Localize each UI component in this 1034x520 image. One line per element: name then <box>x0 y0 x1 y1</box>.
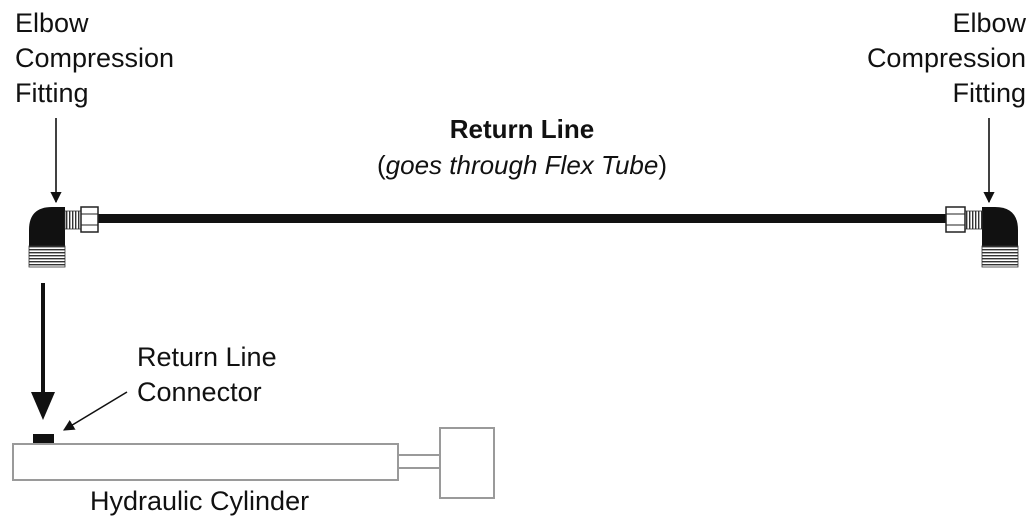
left-fitting-label-line: Fitting <box>15 78 89 108</box>
right-fitting-label: Elbow Compression Fitting <box>867 6 1026 111</box>
right-fitting-label-line: Fitting <box>952 78 1026 108</box>
left-fitting-label: Elbow Compression Fitting <box>15 6 174 111</box>
left-fitting-label-line: Compression <box>15 43 175 73</box>
right-fitting-label-line: Elbow <box>952 8 1026 38</box>
connector-label-line: Return Line <box>137 342 277 372</box>
connector-label: Return Line Connector <box>137 340 277 410</box>
subtitle-open-paren: ( <box>376 150 386 180</box>
return-line-tube <box>98 214 946 223</box>
subtitle-italic-text: goes through Flex Tube <box>385 150 659 180</box>
connector-pointer-arrow <box>63 391 128 431</box>
connector-label-line: Connector <box>137 377 262 407</box>
return-line-subtitle: (goes through Flex Tube) <box>362 147 682 183</box>
left-fitting-label-line: Elbow <box>15 8 89 38</box>
return-line-title: Return Line <box>449 114 595 144</box>
return-line-connector <box>33 434 54 444</box>
left-elbow-fitting <box>28 206 99 268</box>
cylinder-label: Hydraulic Cylinder <box>90 486 310 516</box>
hydraulic-cylinder <box>12 427 495 499</box>
right-elbow-fitting <box>945 206 1019 268</box>
subtitle-close-paren: ) <box>658 150 668 180</box>
return-line-title-block: Return Line (goes through Flex Tube) <box>362 111 682 183</box>
right-fitting-label-line: Compression <box>866 43 1026 73</box>
connection-down-arrow <box>31 283 55 420</box>
